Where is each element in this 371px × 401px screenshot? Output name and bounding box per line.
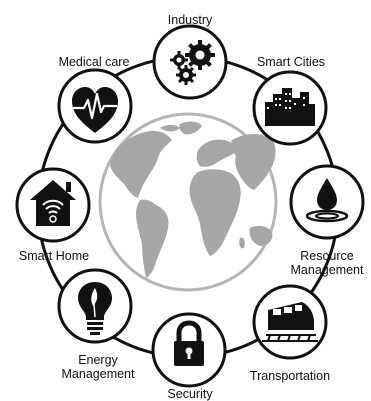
continent-asia	[231, 134, 276, 190]
node-industry	[152, 24, 228, 100]
water-drop-icon	[305, 178, 349, 223]
label-transportation: Transportation	[249, 369, 331, 383]
label-smart-home: Smart Home	[18, 249, 90, 263]
lightbulb-icon	[78, 282, 112, 335]
node-energy-management	[57, 268, 133, 344]
node-medical-care	[57, 68, 133, 144]
label-medical-care: Medical care	[58, 55, 130, 69]
continent-africa	[189, 169, 241, 256]
label-energy-management: Energy Management	[61, 353, 135, 381]
label-industry: Industry	[167, 13, 213, 27]
node-smart-cities	[252, 70, 328, 146]
gears-icon	[170, 40, 215, 85]
label-security: Security	[167, 387, 213, 401]
node-security	[151, 312, 227, 388]
train-icon	[262, 302, 318, 342]
node-resource-management	[289, 164, 365, 240]
continent-south-america	[136, 199, 169, 278]
continent-north-america	[110, 130, 172, 198]
padlock-icon	[174, 320, 204, 366]
label-smart-cities: Smart Cities	[256, 55, 326, 69]
smart-home-icon	[30, 180, 76, 226]
continent-europe	[196, 139, 237, 167]
globe	[98, 112, 278, 292]
label-resource-management: Resource Management	[290, 249, 364, 277]
continent-australia	[249, 225, 273, 246]
node-smart-home	[15, 167, 91, 243]
city-buildings-icon	[265, 88, 315, 126]
heart-pulse-icon	[72, 87, 118, 133]
node-transportation	[252, 284, 328, 360]
